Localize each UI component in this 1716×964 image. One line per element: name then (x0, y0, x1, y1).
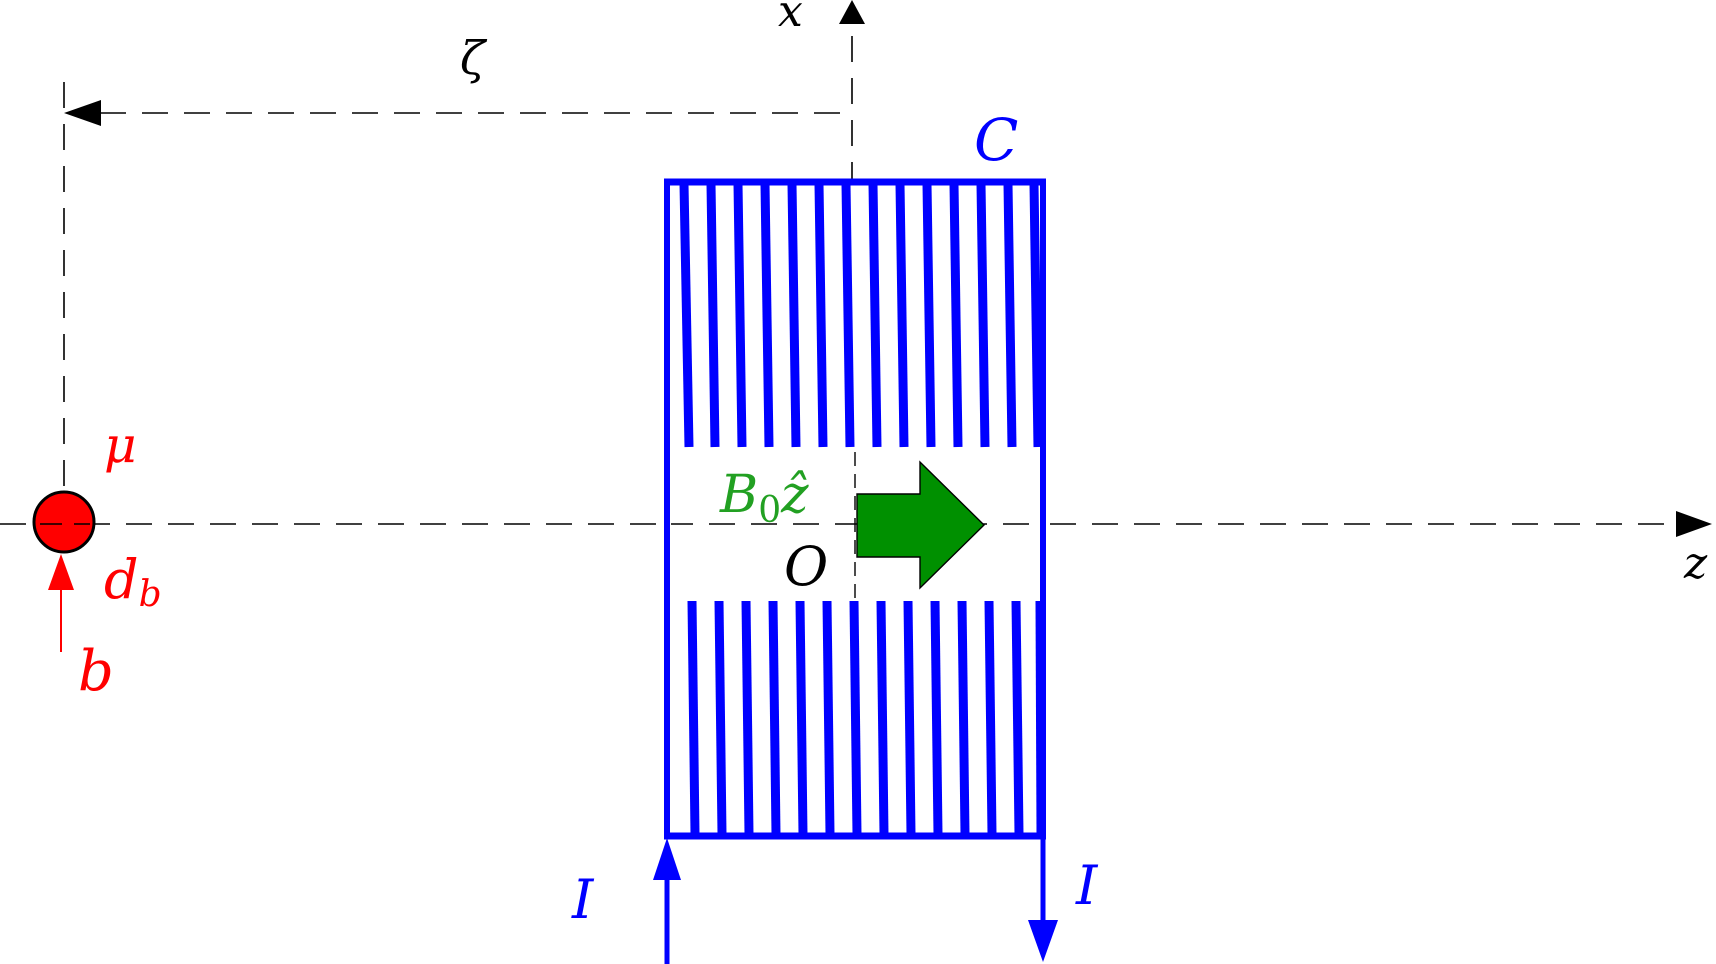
current-out-arrowhead-icon (1028, 920, 1058, 962)
muon-diameter-subscript: b (139, 574, 162, 615)
muon-label: μ (104, 416, 137, 474)
current-in-lead (653, 838, 681, 964)
impact-arrowhead-icon (48, 554, 74, 590)
zeta-distance-marker (63, 82, 852, 500)
muon-diameter-label: db (104, 548, 162, 615)
z-axis (0, 511, 1712, 537)
origin-label: O (784, 535, 828, 598)
zeta-label: ζ (460, 31, 488, 85)
x-axis-arrowhead-icon (839, 0, 865, 24)
field-label-vector: ẑ (780, 465, 809, 525)
z-axis-arrowhead-icon (1676, 511, 1712, 537)
field-arrow-icon (856, 460, 985, 590)
coil-windings-bottom (687, 600, 1046, 835)
x-axis-label: x (778, 0, 803, 37)
current-out-lead (1028, 838, 1058, 962)
coil-label: C (974, 106, 1018, 174)
muon-diameter-main: d (104, 548, 139, 611)
impact-parameter-label: b (78, 639, 114, 704)
solenoid-coil (664, 178, 1046, 840)
zeta-arrowhead-icon (64, 100, 101, 126)
current-out-label: I (1075, 854, 1099, 917)
muon-particle-icon (32, 490, 96, 554)
field-label-subscript: 0 (758, 490, 781, 531)
field-label: B0ẑ (719, 465, 809, 531)
field-label-main: B (719, 465, 758, 525)
coil-windings-top (679, 183, 1043, 448)
current-in-arrowhead-icon (653, 838, 681, 880)
impact-parameter-arrow (48, 554, 74, 652)
current-in-label: I (571, 868, 595, 931)
z-axis-label: z (1683, 538, 1708, 589)
